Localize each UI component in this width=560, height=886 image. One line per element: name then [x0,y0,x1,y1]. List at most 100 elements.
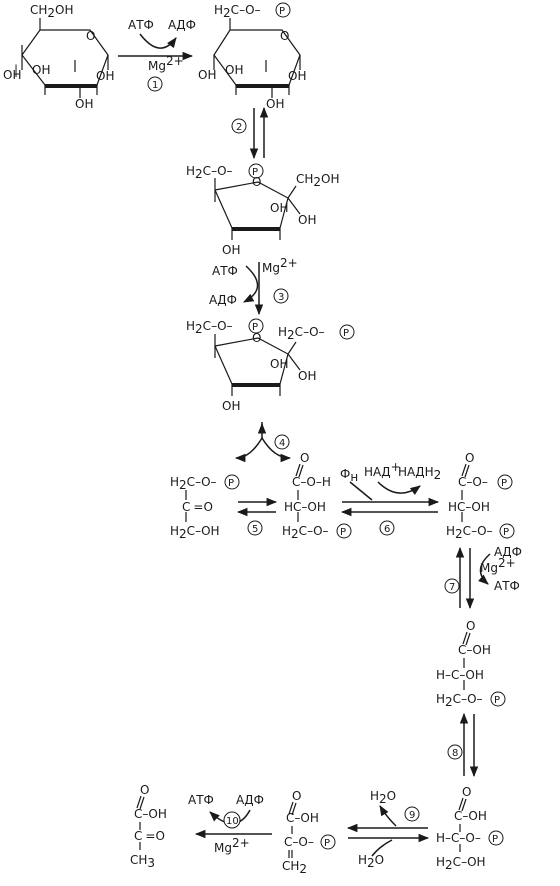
bpg13-o: O [465,451,474,465]
f6p-substituent-bonds [214,178,301,240]
pyr-o: O [140,783,149,797]
g6p-phosphate-p: P [279,6,285,17]
g3p-line-3: H2C–O– [282,524,329,541]
step-3-adp: АДФ [209,293,237,307]
step-3-atp: АТФ [212,264,238,278]
g6p-substituent-bonds [213,55,301,95]
step-7-reaction: АДФ Mg2+ АТФ 7 [444,545,522,610]
step-4-reaction: 4 [234,422,292,463]
bpg13-double-bond [461,463,470,478]
f16bp-phosphate-circle-left [248,318,264,334]
glucose-ring-o: O [86,29,95,43]
g3p-double-bond [295,463,304,478]
pg2-o: O [462,785,471,799]
f16bp-label-left: H2C–O– [186,319,233,336]
step-1-adp: АДФ [168,18,196,32]
step-1-cofactor-arrow [139,33,177,49]
pg3-phosphate-p: P [494,695,500,706]
phosphoenolpyruvate: O C–OH C–O– P CH2 [282,789,336,876]
pg2-double-bond [458,797,467,812]
step-2-number: 2 [236,122,242,133]
bpg13-line-1: C–O– [458,475,488,489]
pep-double-bond [288,801,297,816]
step-6-reaction: Фн НАД+ НАДН2 6 [340,460,441,536]
f16bp-phosphate-p-right: P [343,328,349,339]
1-3-bisphosphoglycerate: O C–O– P HC–OH H2C–O– P [446,451,515,541]
pyr-double-bond [136,795,145,810]
f16bp-ring-o: O [252,331,261,345]
g6p-oh-2: OH [225,63,243,77]
pg3-line-1: C–OH [458,643,491,657]
step-7-badge [444,578,460,594]
step-6-fn-curve [349,481,373,501]
bpg13-phosphate-circle-1 [497,474,513,490]
f6p-oh-1: OH [270,201,288,215]
bpg13-phosphate-p-2: P [503,527,509,538]
f6p-phosphate-circle [248,163,264,179]
pg2-line-1: C–OH [454,809,487,823]
step-10-adp: АДФ [236,793,264,807]
g6p-oh-1: OH [198,68,216,82]
f6p-oh-3: OH [222,243,240,257]
pep-phosphate-p: P [324,838,330,849]
step-1-atp: АТФ [128,18,154,32]
step-1-reaction: АТФ АДФ Mg2+ 1 [118,18,196,92]
step-9-number: 9 [409,810,415,821]
g6p-phosphate-circle [275,2,291,18]
step-9-reaction: H2O 9 H2O [346,789,430,870]
glucose-6-phosphate: H2C–O– P O OH OH OH OH [198,2,306,111]
step-5-reaction: 5 [236,497,278,536]
fructose-6-phosphate: H2C–O– P CH2OH O OH OH OH [186,163,340,257]
glyceraldehyde-3-phosphate: O C–O–H HC–OH H2C–O– P [282,451,352,541]
step-7-adp: АДФ [494,545,522,559]
f16bp-phosphate-circle-right [339,324,355,340]
step-5-number: 5 [252,524,258,535]
step-10-atp: АТФ [188,793,214,807]
pep-line-1: C–OH [286,811,319,825]
f16bp-oh-1: OH [270,357,288,371]
bpg13-line-2: HC–OH [448,500,490,514]
pg3-phosphate-circle [490,691,506,707]
pg3-o: O [466,619,475,633]
step-1-mg: Mg2+ [148,54,184,73]
glucose-substituent-bonds [21,45,109,95]
step-3-mg: Mg2+ [262,256,298,275]
dhap-line-2: C=O [182,500,213,514]
pg3-line-2: H–C–OH [436,668,484,682]
f6p-ring-o: O [252,175,261,189]
step-7-atp: АТФ [494,579,520,593]
glucose-oh-4: OH [96,69,114,83]
g6p-label: H2C–O– [214,3,261,20]
g6p-oh-4: OH [266,97,284,111]
f16bp-ring [214,337,289,385]
f16bp-label-right: H2C–O– [278,325,325,342]
f6p-ch2oh-label: CH2OH [296,172,340,189]
g3p-phosphate-p: P [340,527,346,538]
step-6-nad: НАД+ [364,460,401,479]
step-6-nad-curve [377,481,421,495]
g6p-ring-o: O [280,29,289,43]
dhap-phosphate-circle [224,474,240,490]
pyr-line-2: C=O [134,829,165,843]
pep-o: O [292,789,301,803]
pep-line-3: CH2 [282,859,307,876]
glucose-oh-2: | [14,63,18,77]
glucose-oh-3: OH [32,63,50,77]
step-6-nadh: НАДН2 [398,465,441,482]
f16bp-substituent-bonds [214,334,301,396]
g3p-line-2: HC–OH [284,500,326,514]
g3p-o: O [300,451,309,465]
pg2-line-3: H2C–OH [436,855,486,872]
step-9-cofactor-arrow [379,805,397,827]
step-9-badge [404,806,420,822]
step-4-badge [274,434,290,450]
step-6-number: 6 [384,524,390,535]
step-7-cofactor-arrow [478,553,491,585]
bpg13-line-3: H2C–O– [446,524,493,541]
step-10-badge [223,811,241,829]
bpg13-phosphate-p-1: P [501,478,507,489]
step-3-cofactor-arrow [243,265,259,303]
3-phosphoglycerate: O C–OH H–C–OH H2C–O– P [436,619,506,709]
step-9-h2o-top: H2O [370,789,396,806]
